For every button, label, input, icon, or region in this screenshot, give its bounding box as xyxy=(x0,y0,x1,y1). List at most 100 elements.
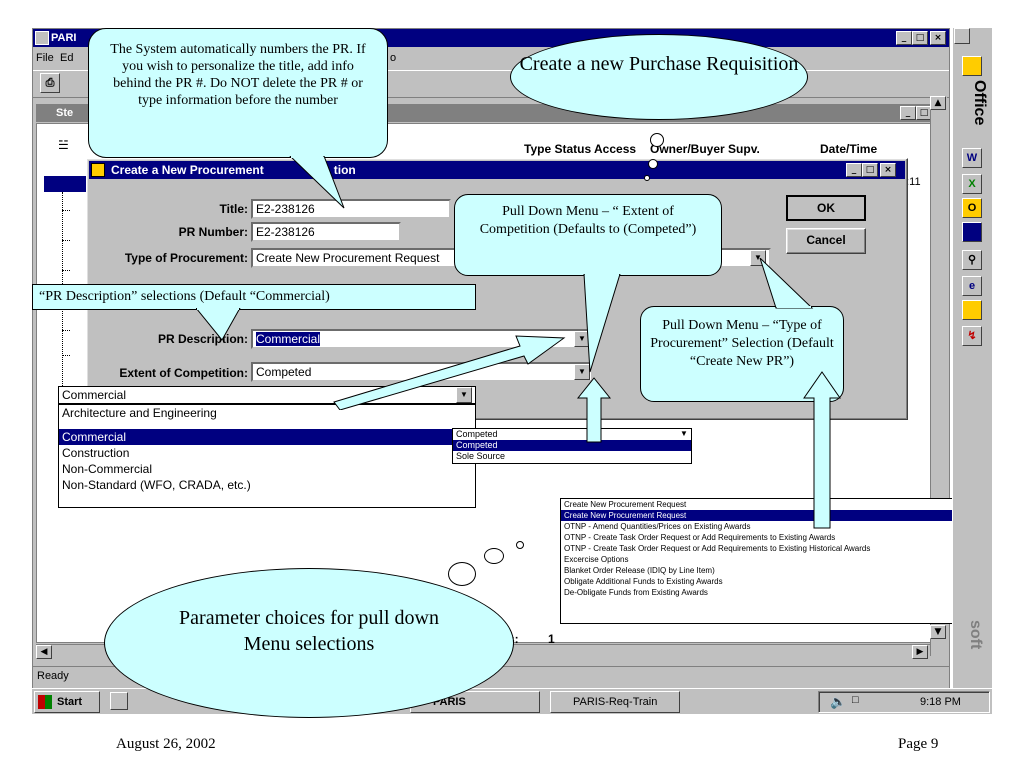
col-type-status-access[interactable]: Type Status Access xyxy=(524,142,637,156)
office-soft-label: soft xyxy=(967,620,984,650)
excel-icon[interactable]: X xyxy=(962,174,982,194)
extent-list-arrow-icon[interactable]: ▼ xyxy=(680,429,688,438)
inner-title: Ste xyxy=(56,107,74,119)
clock: 9:18 PM xyxy=(920,696,961,708)
pr-desc-callout-pointer xyxy=(196,308,241,341)
extent-list: Competed Competed Sole Source xyxy=(452,428,692,464)
restore-icon[interactable]: □ xyxy=(912,31,928,45)
tree-root-icon: ☱ xyxy=(58,138,69,152)
tree-branch xyxy=(62,210,70,211)
dialog-title: Create a New Procurement xyxy=(111,163,264,177)
office-top-icon[interactable] xyxy=(954,28,970,44)
dialog-restore-icon[interactable]: □ xyxy=(862,163,878,177)
scroll-right-icon[interactable]: ▶ xyxy=(912,645,928,659)
minimize-icon[interactable]: _ xyxy=(896,31,912,45)
status-text: Ready xyxy=(37,670,69,682)
list-item[interactable]: De-Obligate Funds from Existing Awards xyxy=(564,588,708,597)
type-callout-pointer xyxy=(759,258,814,309)
pr-desc-arrow xyxy=(333,335,566,410)
thought-bubble xyxy=(516,541,524,549)
network-icon[interactable]: □ xyxy=(852,694,859,706)
word-icon[interactable]: W xyxy=(962,148,982,168)
list-item[interactable]: OTNP - Create Task Order Request or Add … xyxy=(564,544,871,553)
thought-bubble xyxy=(650,133,664,147)
inner-minimize-icon[interactable]: _ xyxy=(900,106,916,120)
start-label: Start xyxy=(57,696,83,708)
app-icon xyxy=(35,31,49,45)
office-bar xyxy=(952,28,992,688)
acrobat-icon[interactable]: ↯ xyxy=(962,326,982,346)
tree-branch xyxy=(62,270,70,271)
quicklaunch-icon[interactable] xyxy=(110,692,128,710)
thought-bubble xyxy=(648,159,658,169)
list-item[interactable]: Construction xyxy=(62,446,130,460)
list-item[interactable]: Blanket Order Release (IDIQ by Line Item… xyxy=(564,566,715,575)
title-field[interactable]: E2-238126 xyxy=(251,199,451,219)
list-item[interactable]: Architecture and Engineering xyxy=(62,406,217,420)
scroll-left-icon[interactable]: ◀ xyxy=(36,645,52,659)
tree-selected-row[interactable] xyxy=(44,176,90,192)
list-item[interactable]: Competed xyxy=(456,429,498,439)
app-title: PARI xyxy=(51,32,77,44)
ie-icon[interactable]: e xyxy=(962,276,982,296)
autonumber-callout-pointer xyxy=(289,156,345,209)
list-item[interactable]: Create New Procurement Request xyxy=(564,500,687,509)
type-list: Create New Procurement Request Create Ne… xyxy=(560,498,992,624)
pr-description-value: Commercial xyxy=(256,332,321,346)
list-item[interactable]: Commercial xyxy=(59,429,475,445)
list-item xyxy=(59,421,475,429)
dialog-title-suffix: tion xyxy=(333,163,356,177)
scroll-down-icon[interactable]: ▼ xyxy=(930,625,946,639)
thought-bubble xyxy=(484,548,504,564)
dialog-icon xyxy=(91,163,105,177)
list-item[interactable]: OTNP - Create Task Order Request or Add … xyxy=(564,533,836,542)
scroll-up-icon[interactable]: ▲ xyxy=(930,96,946,110)
tree-branch xyxy=(62,240,70,241)
list-item[interactable]: Non-Standard (WFO, CRADA, etc.) xyxy=(62,478,251,492)
pr-description-select[interactable]: Commercial xyxy=(251,329,593,349)
extent-pulldown-callout: Pull Down Menu – “ Extent of Competition… xyxy=(454,194,722,276)
list-item[interactable]: Non-Commercial xyxy=(62,462,153,476)
outlook-icon[interactable]: O xyxy=(962,198,982,218)
pr-number-label: PR Number: xyxy=(178,225,248,239)
volume-icon[interactable]: 🔈 xyxy=(830,694,847,709)
list-item[interactable]: Create New Procurement Request xyxy=(561,510,991,521)
tools-icon[interactable] xyxy=(962,300,982,320)
print-icon[interactable]: ⎙ xyxy=(40,73,60,93)
menu-edit[interactable]: Ed xyxy=(60,52,74,64)
list-item[interactable]: Excercise Options xyxy=(564,555,629,564)
extent-label: Extent of Competition: xyxy=(119,366,248,380)
col-datetime[interactable]: Date/Time xyxy=(820,142,878,156)
list-item[interactable]: OTNP - Amend Quantities/Prices on Existi… xyxy=(564,522,751,531)
list-item[interactable]: Sole Source xyxy=(456,451,506,461)
pr-desc-list-selected: Commercial xyxy=(62,388,127,402)
office-label: Office xyxy=(971,80,988,126)
dialog-minimize-icon[interactable]: _ xyxy=(846,163,862,177)
footer-page: Page 9 xyxy=(898,736,939,752)
pr-number-field[interactable]: E2-238126 xyxy=(251,222,401,242)
office-icon[interactable] xyxy=(962,56,982,76)
col-owner-buyer[interactable]: Owner/Buyer Supv. xyxy=(650,142,760,156)
close-icon[interactable]: × xyxy=(930,31,946,45)
taskbar-paris-req[interactable]: PARIS-Req-Train xyxy=(550,691,680,713)
pr-description-label: PR Description: xyxy=(157,332,248,346)
cancel-button[interactable]: Cancel xyxy=(786,228,866,254)
powerpoint-icon[interactable] xyxy=(962,222,982,242)
pr-desc-list: Architecture and Engineering Commercial … xyxy=(58,404,476,508)
thought-bubble xyxy=(448,562,476,586)
dialog-titlebar[interactable]: Create a New Procurement tion xyxy=(89,161,905,179)
menu-file[interactable]: File xyxy=(36,52,54,64)
ok-button[interactable]: OK xyxy=(786,195,866,221)
count-value: 1 xyxy=(548,632,555,646)
pr-desc-list-arrow-icon[interactable]: ▼ xyxy=(456,387,472,403)
extent-select[interactable]: Competed xyxy=(251,362,593,382)
list-item[interactable]: Obligate Additional Funds to Existing Aw… xyxy=(564,577,723,586)
type-pulldown-callout: Pull Down Menu – “Type of Procurement” S… xyxy=(640,306,844,402)
menu-other[interactable]: o xyxy=(390,52,397,64)
dialog-close-icon[interactable]: × xyxy=(880,163,896,177)
autonumber-callout: The System automatically numbers the PR.… xyxy=(88,28,388,158)
search-icon[interactable]: ⚲ xyxy=(962,250,982,270)
type-procurement-label: Type of Procurement: xyxy=(124,251,248,265)
tree-branch xyxy=(62,330,70,331)
list-item[interactable]: Competed xyxy=(453,440,691,451)
